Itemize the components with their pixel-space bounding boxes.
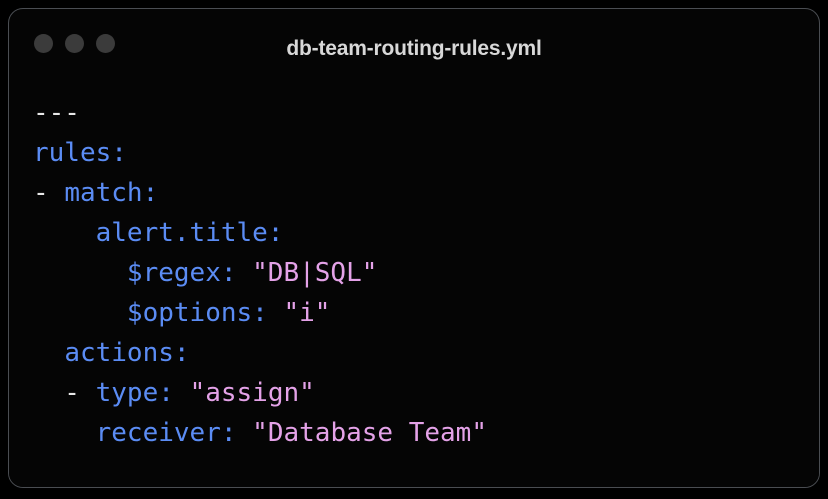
code-line: $options: "i" <box>33 293 819 333</box>
code-token-key: type: <box>95 378 174 408</box>
window-title-bar[interactable]: db-team-routing-rules.yml <box>9 9 819 73</box>
code-line: receiver: "Database Team" <box>33 413 819 453</box>
code-token-plain <box>237 258 253 288</box>
code-token-plain: --- <box>33 98 80 128</box>
code-line: - match: <box>33 173 819 213</box>
minimize-button-icon[interactable] <box>65 34 84 53</box>
code-token-key: actions: <box>64 338 190 368</box>
window-controls <box>34 34 115 53</box>
code-token-key: $options: <box>126 298 268 328</box>
code-line: alert.title: <box>33 213 819 253</box>
code-token-plain <box>237 418 253 448</box>
code-token-plain <box>174 378 190 408</box>
code-line: rules: <box>33 133 819 173</box>
code-token-plain <box>268 298 284 328</box>
code-token-string: "DB|SQL" <box>252 258 378 288</box>
code-token-key: $regex: <box>126 258 237 288</box>
code-token-string: "assign" <box>189 378 315 408</box>
code-token-string: "i" <box>283 298 331 328</box>
code-token-key: match: <box>64 178 159 208</box>
code-token-plain <box>33 338 64 368</box>
code-token-plain: - <box>33 378 96 408</box>
code-token-plain: - <box>33 178 65 208</box>
code-token-string: "Database Team" <box>252 418 487 448</box>
code-token-plain <box>33 218 96 248</box>
code-token-plain <box>33 418 96 448</box>
code-line: --- <box>33 93 819 133</box>
code-line: actions: <box>33 333 819 373</box>
code-token-key: receiver: <box>95 418 237 448</box>
code-editor-content[interactable]: --- rules: - match: alert.title: $regex: "… <box>9 73 819 487</box>
code-token-key: alert.title: <box>95 218 284 248</box>
code-token-plain <box>33 298 127 328</box>
code-line: $regex: "DB|SQL" <box>33 253 819 293</box>
code-token-key: rules: <box>33 138 127 168</box>
window-title-label: db-team-routing-rules.yml <box>286 37 542 60</box>
close-button-icon[interactable] <box>34 34 53 53</box>
maximize-button-icon[interactable] <box>96 34 115 53</box>
code-line: - type: "assign" <box>33 373 819 413</box>
editor-window: db-team-routing-rules.yml --- rules: - mat… <box>8 8 820 488</box>
code-token-plain <box>33 258 127 288</box>
